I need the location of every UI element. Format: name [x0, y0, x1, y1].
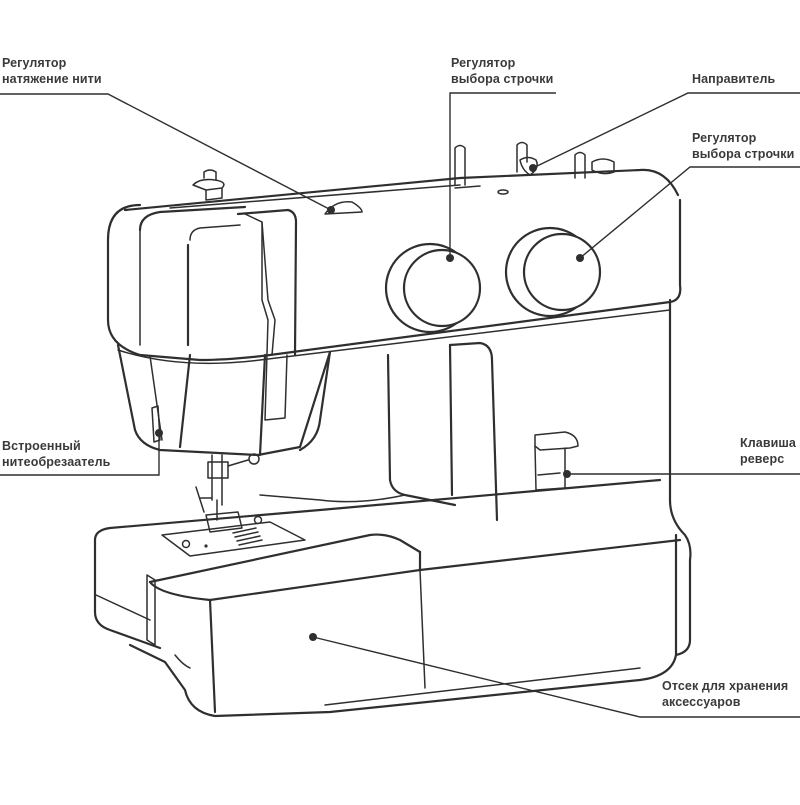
label-reverse-lever: Клавиша реверс — [740, 435, 796, 467]
label-line: Регулятор — [2, 56, 67, 70]
label-line: Встроенный — [2, 439, 81, 453]
machine-base — [93, 478, 692, 718]
marker-accessory-storage — [309, 633, 317, 641]
label-thread-guide: Направитель — [692, 71, 775, 87]
label-line: Регулятор — [692, 131, 757, 145]
label-thread-cutter: Встроенный нитеобрезаатель — [2, 438, 110, 470]
label-line: выбора строчки — [692, 147, 795, 161]
needle-plate — [161, 515, 306, 557]
machine-head — [106, 168, 682, 457]
label-stitch-selector-left: Регулятор выбора строчки — [451, 55, 553, 87]
label-line: выбора строчки — [451, 72, 554, 86]
label-line: Направитель — [692, 72, 776, 86]
stitch-selector-dial-right — [504, 226, 602, 318]
leader-thread-tension — [0, 93, 332, 211]
label-line: реверс — [740, 452, 785, 466]
marker-reverse-lever — [563, 470, 571, 478]
label-stitch-selector-right: Регулятор выбора строчки — [692, 130, 794, 162]
marker-stitch-selector-left — [446, 254, 454, 262]
label-line: нитеобрезаатель — [2, 455, 111, 469]
label-line: натяжение нити — [2, 72, 102, 86]
marker-thread-cutter — [155, 429, 163, 437]
top-details — [192, 141, 615, 215]
marker-stitch-selector-right — [576, 254, 584, 262]
label-line: Клавиша — [740, 436, 796, 450]
label-thread-tension-regulator: Регулятор натяжение нити — [2, 55, 102, 87]
leader-thread-cutter — [0, 433, 160, 476]
stitch-selector-dial-left — [384, 242, 482, 334]
label-line: Регулятор — [451, 56, 516, 70]
leader-stitch-selector-left — [449, 92, 556, 258]
label-accessory-storage: Отсек для хранения аксессуаров — [662, 678, 788, 710]
label-line: аксессуаров — [662, 695, 741, 709]
leader-lines — [0, 92, 800, 718]
machine-pillar — [259, 298, 672, 522]
leader-thread-guide — [532, 92, 800, 169]
leader-stitch-selector-right — [579, 166, 800, 259]
leader-accessory-storage — [312, 636, 800, 718]
marker-thread-guide — [529, 164, 537, 172]
label-line: Отсек для хранения — [662, 679, 789, 693]
marker-thread-tension — [327, 206, 335, 214]
reverse-lever — [534, 431, 579, 491]
